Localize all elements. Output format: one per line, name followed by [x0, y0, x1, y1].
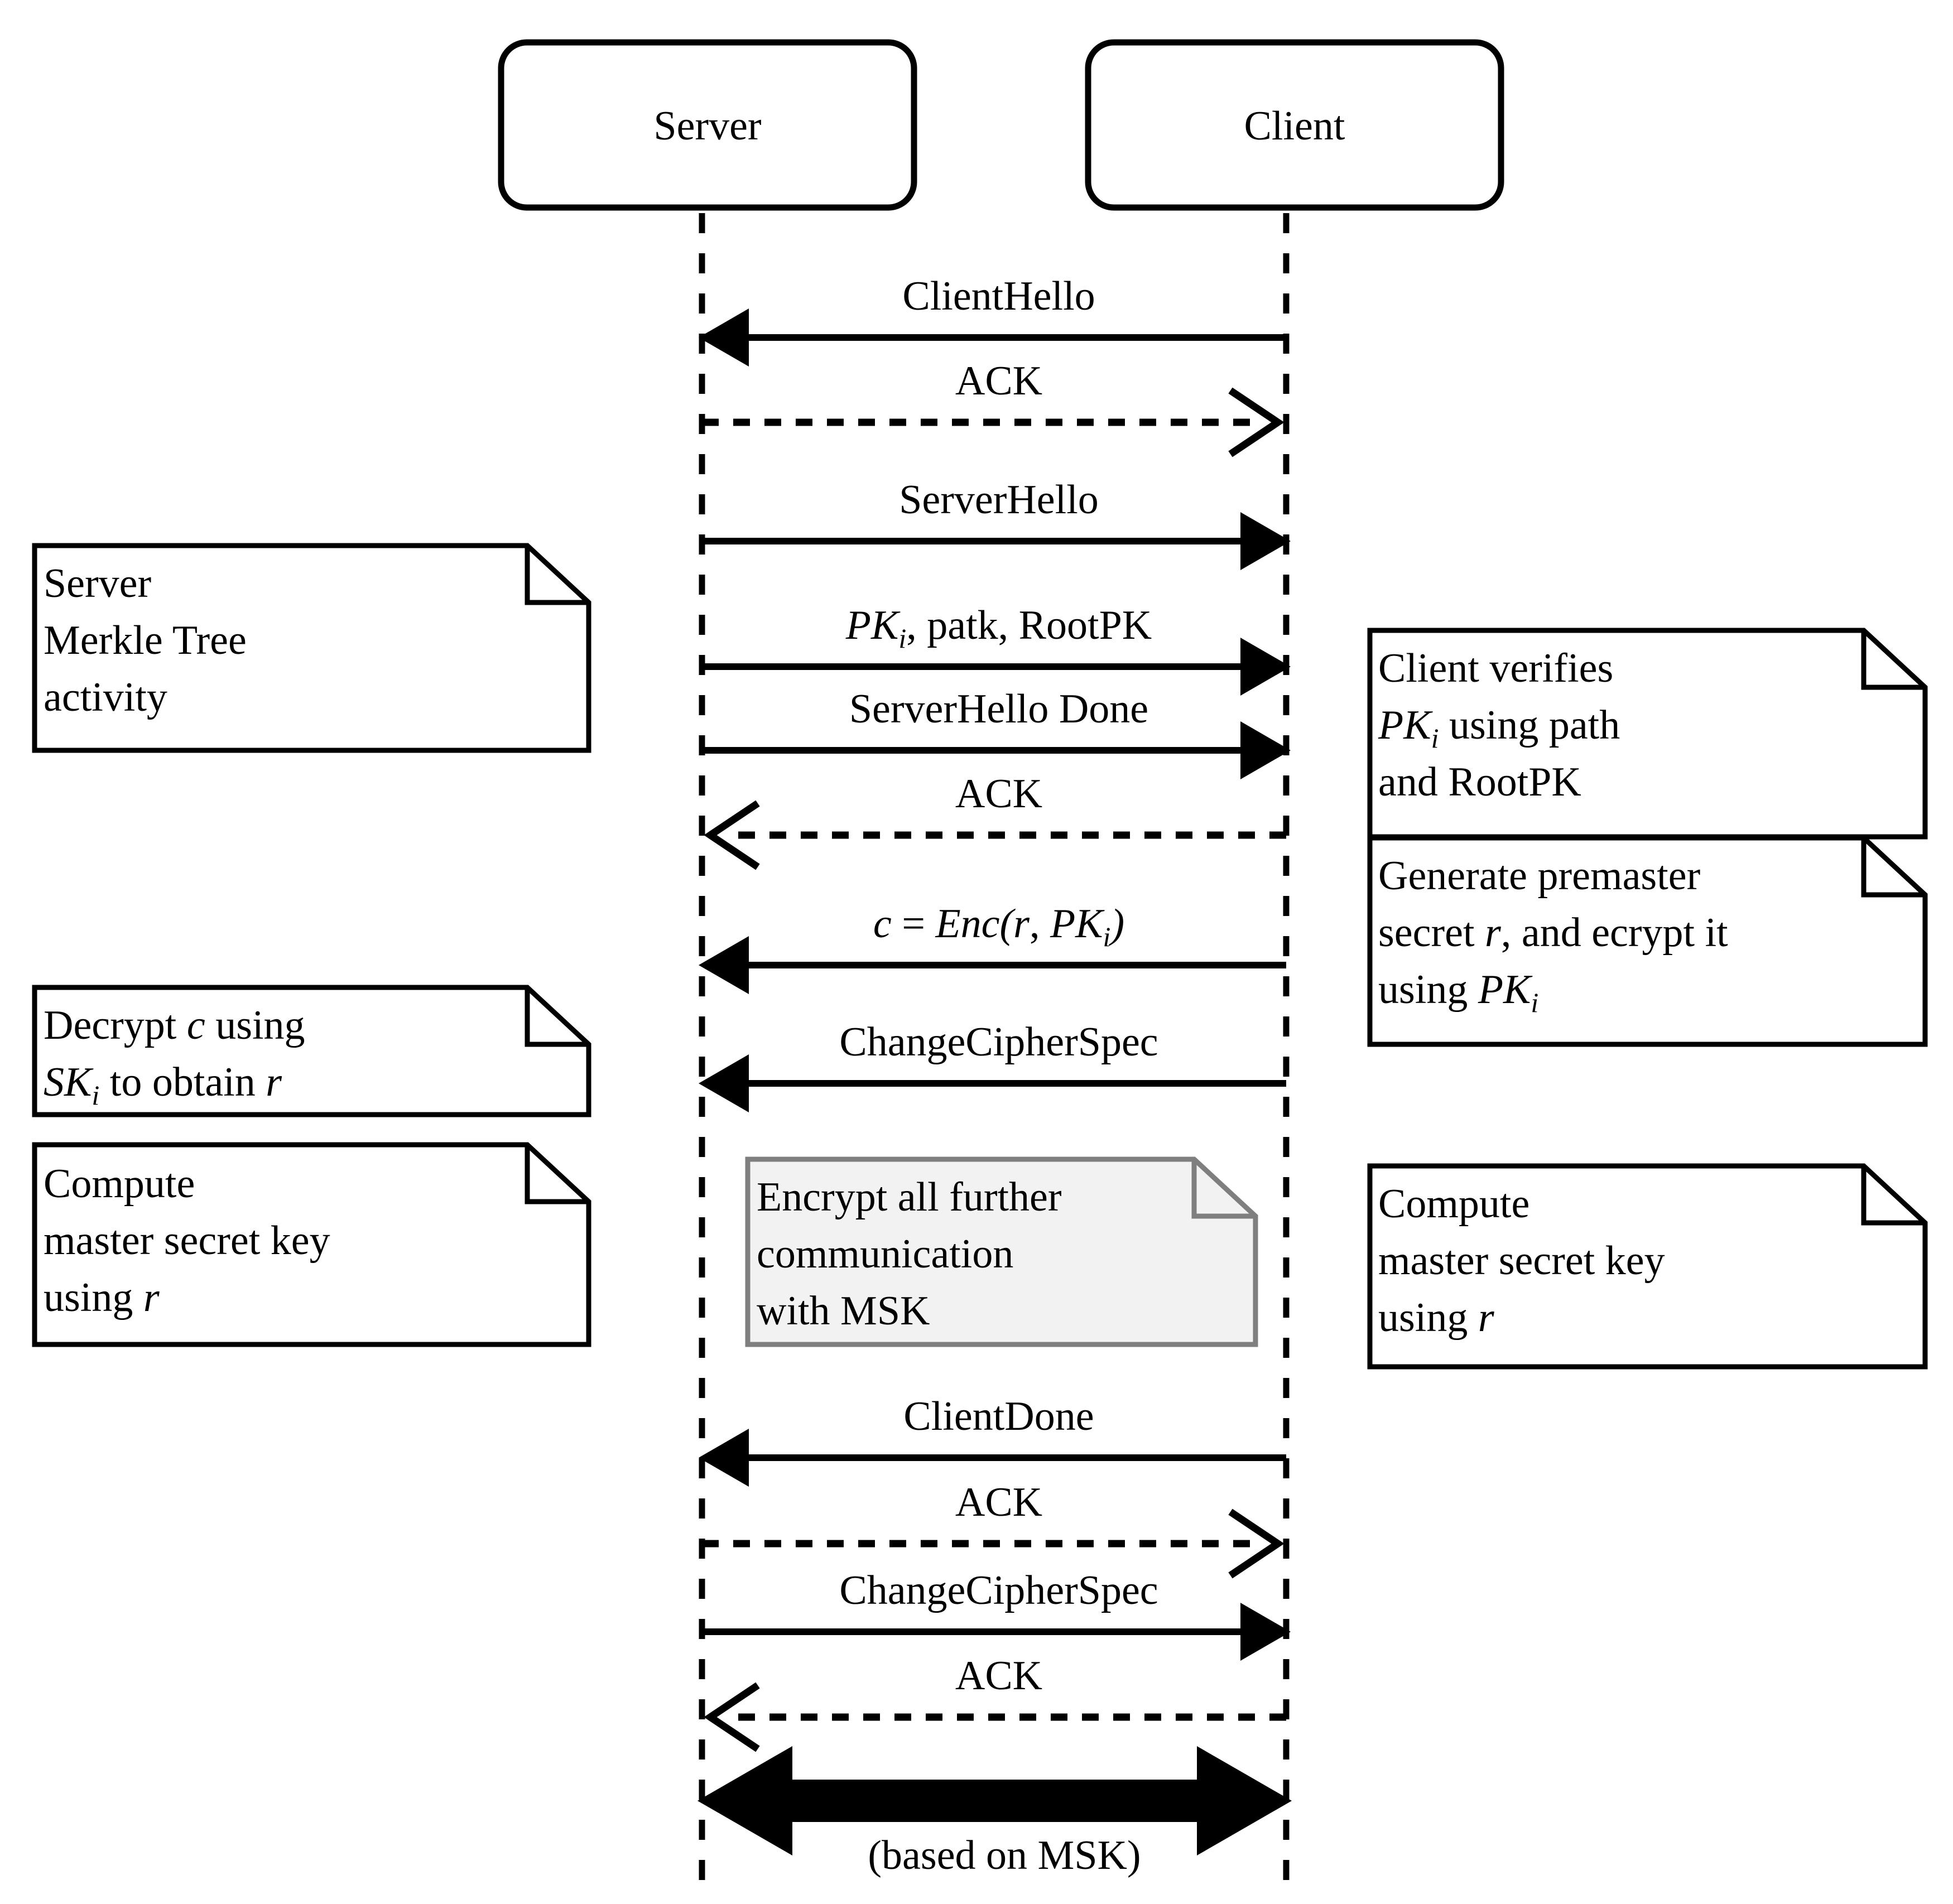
svg-text:Merkle Tree: Merkle Tree: [44, 618, 247, 663]
svg-text:activity: activity: [44, 674, 167, 720]
svg-text:Server: Server: [44, 561, 151, 606]
note-text-server-merkle: Server Merkle Tree activity: [44, 561, 247, 720]
svg-text:SKi to obtain r: SKi to obtain r: [44, 1059, 282, 1111]
message-serverhello-done[interactable]: [702, 721, 1291, 779]
message-label-serverhello: ServerHello: [899, 477, 1099, 523]
svg-text:master secret key: master secret key: [44, 1218, 330, 1264]
actor-box-client[interactable]: [1085, 39, 1504, 211]
svg-text:using r: using r: [1378, 1295, 1495, 1341]
svg-text:using r: using r: [44, 1275, 160, 1320]
svg-text:Decrypt c using: Decrypt c using: [44, 1002, 305, 1048]
note-server-merkle: [32, 543, 591, 753]
message-ack-1[interactable]: [702, 387, 1285, 457]
svg-text:Client verifies: Client verifies: [1378, 645, 1613, 691]
svg-text:Generate premaster: Generate premaster: [1378, 853, 1700, 899]
message-label-pk-path-rootpk: PKi, patk, RootPK: [845, 602, 1152, 654]
actor-label-server: Server: [653, 103, 761, 149]
svg-text:Compute: Compute: [44, 1161, 195, 1207]
message-ack-4[interactable]: [704, 1682, 1286, 1752]
message-label-ack-4: ACK: [955, 1653, 1042, 1699]
secure-channel-label-line2: (based on MSK): [868, 1833, 1141, 1878]
message-clientdone[interactable]: [699, 1429, 1286, 1487]
message-clienthello[interactable]: [699, 309, 1286, 367]
message-changecipherspec-server[interactable]: [702, 1603, 1291, 1661]
message-label-ack-2: ACK: [955, 771, 1042, 817]
message-pk-path-rootpk[interactable]: [702, 638, 1291, 696]
message-label-clienthello: ClientHello: [902, 273, 1095, 319]
svg-text:master secret key: master secret key: [1378, 1238, 1665, 1284]
message-ack-2[interactable]: [704, 800, 1286, 870]
note-text-compute-client: Compute master secret key using r: [1378, 1181, 1665, 1341]
message-label-clientdone: ClientDone: [903, 1394, 1094, 1439]
message-label-changecipherspec-server: ChangeCipherSpec: [839, 1568, 1158, 1613]
message-label-ack-3: ACK: [955, 1479, 1042, 1525]
note-decrypt: [32, 985, 591, 1117]
note-compute-client: [1367, 1163, 1928, 1370]
svg-text:PKi using path: PKi using path: [1378, 702, 1620, 754]
note-compute-server: [32, 1142, 591, 1347]
message-label-ack-1: ACK: [955, 358, 1042, 404]
secure-channel-arrow: [698, 1746, 1292, 1855]
note-encrypt-all: [745, 1156, 1258, 1347]
svg-text:Compute: Compute: [1378, 1181, 1529, 1227]
message-label-enc-premaster: c = Enc(r, PKi): [873, 901, 1124, 952]
note-text-compute-server: Compute master secret key using r: [44, 1161, 330, 1320]
note-text-generate-premaster: Generate premaster secret r, and ecrypt …: [1378, 853, 1728, 1018]
message-label-serverhello-done: ServerHello Done: [849, 686, 1148, 732]
svg-text:and RootPK: and RootPK: [1378, 759, 1581, 805]
note-text-encrypt-all: Encrypt all further communication with M…: [757, 1174, 1062, 1334]
note-generate-premaster: [1367, 835, 1928, 1047]
svg-text:using PKi: using PKi: [1378, 967, 1538, 1018]
actor-box-server[interactable]: [498, 39, 917, 211]
message-serverhello[interactable]: [702, 512, 1291, 570]
svg-text:with MSK: with MSK: [757, 1288, 930, 1334]
actor-label-client: Client: [1244, 103, 1345, 149]
note-text-decrypt: Decrypt c using SKi to obtain r: [44, 1002, 305, 1111]
svg-text:communication: communication: [757, 1231, 1013, 1277]
message-label-changecipherspec-client: ChangeCipherSpec: [839, 1019, 1158, 1065]
message-enc-premaster[interactable]: [699, 936, 1286, 994]
svg-text:secret r, and ecrypt it: secret r, and ecrypt it: [1378, 910, 1728, 956]
message-ack-3[interactable]: [702, 1508, 1285, 1579]
note-text-client-verifies: Client verifies PKi using path and RootP…: [1378, 645, 1620, 805]
note-client-verifies: [1367, 628, 1928, 840]
message-changecipherspec-client[interactable]: [699, 1054, 1286, 1112]
svg-text:Encrypt all further: Encrypt all further: [757, 1174, 1062, 1220]
secure-channel-label-line1: Secure Channel: [874, 1777, 1134, 1823]
